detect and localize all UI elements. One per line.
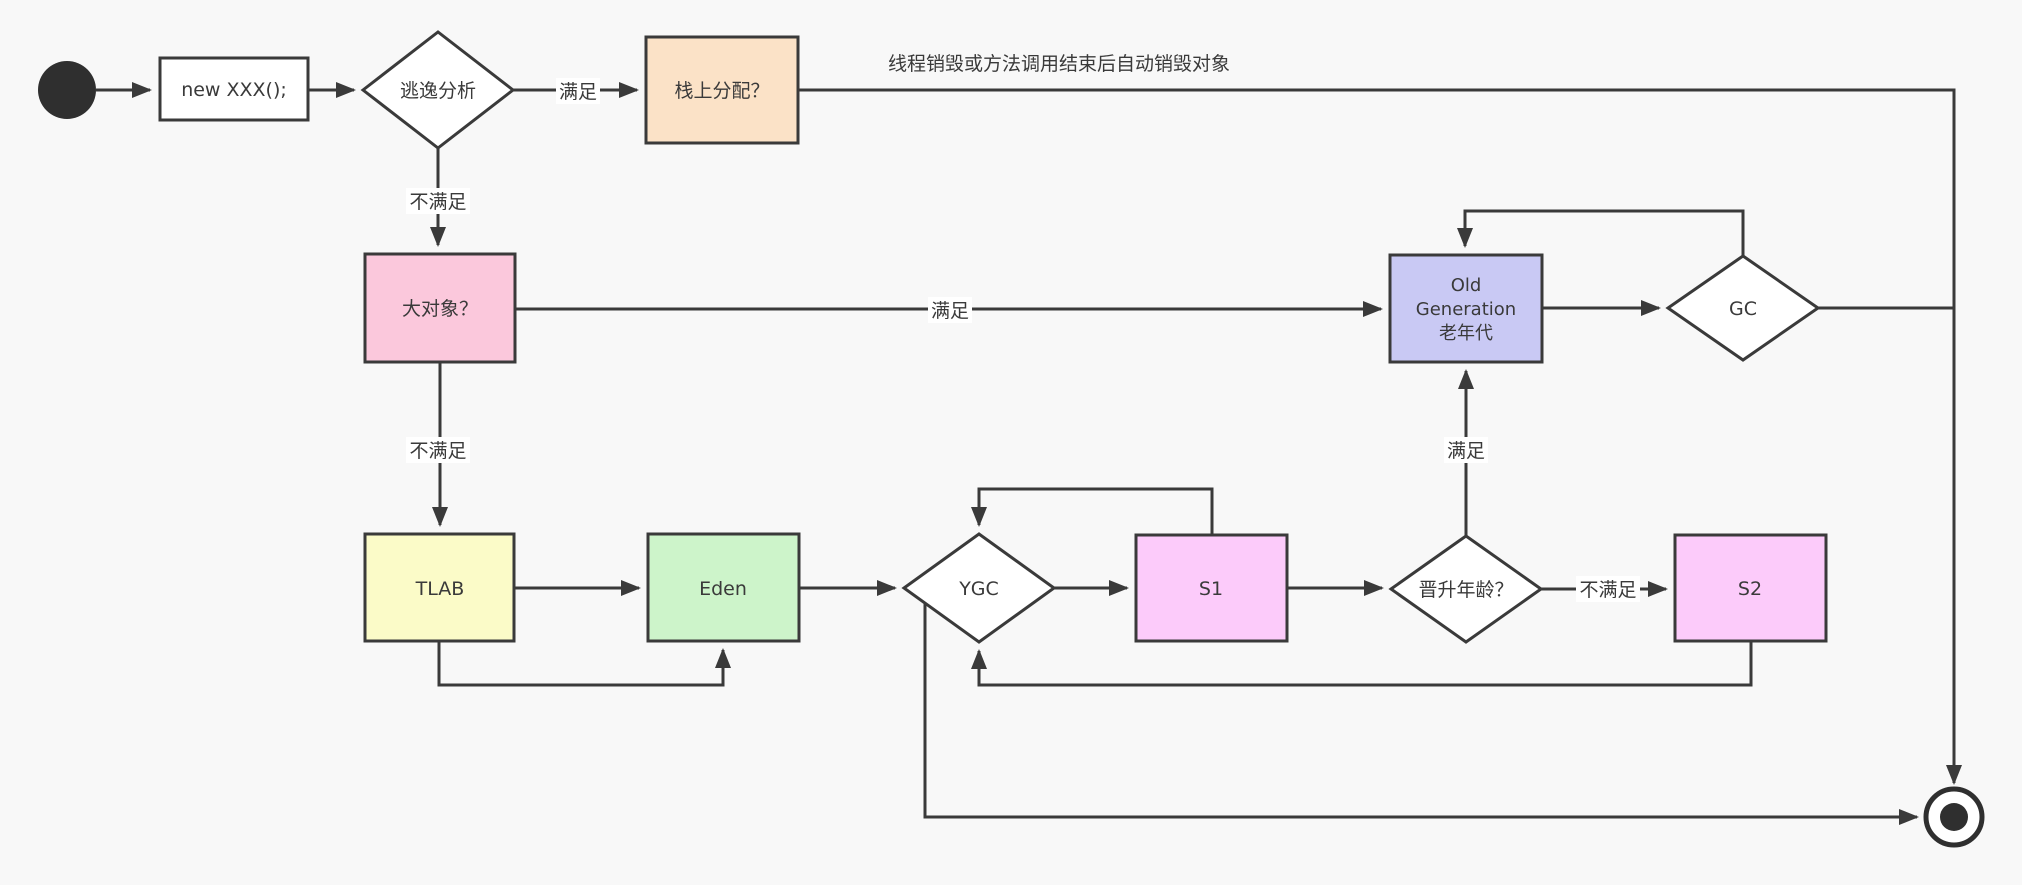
node-start: [38, 61, 96, 119]
end-inner-circle: [1940, 803, 1968, 831]
node-s1: S1: [1134, 533, 1289, 643]
node-s2-label: S2: [1738, 578, 1762, 600]
node-escape-analysis: 逃逸分析: [360, 30, 516, 150]
node-tlab-label: TLAB: [415, 578, 465, 600]
start-circle: [38, 61, 96, 119]
node-eden: Eden: [646, 532, 801, 643]
node-tlab: TLAB: [363, 532, 516, 643]
svg-text:满足: 满足: [931, 300, 969, 322]
node-s2: S2: [1673, 533, 1828, 643]
node-stack-allocation-label: 栈上分配？: [674, 80, 769, 102]
node-old-generation-label-line2: Generation: [1416, 299, 1516, 320]
svg-text:不满足: 不满足: [1579, 579, 1636, 601]
node-end: [1923, 786, 1985, 848]
node-gc-label: GC: [1729, 298, 1757, 320]
node-stack-allocation: 栈上分配？: [644, 35, 800, 145]
node-escape-analysis-label: 逃逸分析: [400, 80, 476, 102]
node-s1-label: S1: [1199, 578, 1223, 600]
edge-gc-loop-to-oldgen-top: [1457, 209, 1745, 256]
annotation-auto-destroy: 线程销毁或方法调用结束后自动销毁对象: [888, 53, 1230, 75]
node-eden-label: Eden: [699, 578, 747, 600]
node-new-xxx: new XXX();: [158, 56, 310, 122]
node-old-generation-label-line3: 老年代: [1439, 323, 1493, 344]
edge-label-promotion-not-satisfied: 不满足: [1576, 576, 1640, 602]
node-big-object-label: 大对象？: [402, 298, 478, 320]
edge-ygc-to-end: [923, 604, 1919, 825]
svg-text:满足: 满足: [1447, 440, 1485, 462]
edge-stack-to-end: [798, 88, 1962, 785]
node-old-generation-label-line1: Old: [1451, 275, 1482, 296]
node-ygc: YGC: [901, 532, 1057, 644]
node-big-object: 大对象？: [363, 252, 517, 364]
node-new-xxx-label: new XXX();: [181, 79, 287, 101]
edge-tlab-loop-to-eden-bottom: [437, 641, 731, 687]
node-promotion-age: 晋升年龄？: [1388, 534, 1544, 644]
edge-label-big-object-not-satisfied: 不满足: [406, 437, 470, 463]
node-old-generation: Old Generation 老年代: [1388, 253, 1544, 364]
edge-s2-loop-to-ygc-bottom: [971, 641, 1753, 687]
svg-text:不满足: 不满足: [409, 440, 466, 462]
edge-label-escape-satisfied: 满足: [556, 78, 600, 104]
edge-s1-loop-to-ygc-top: [971, 487, 1214, 535]
node-promotion-age-label: 晋升年龄？: [1418, 579, 1513, 601]
edge-label-escape-not-satisfied: 不满足: [406, 188, 470, 214]
node-ygc-label: YGC: [958, 578, 999, 600]
svg-text:不满足: 不满足: [409, 191, 466, 213]
edge-label-big-object-satisfied: 满足: [928, 297, 972, 323]
node-gc: GC: [1665, 254, 1821, 362]
svg-text:满足: 满足: [559, 81, 597, 103]
edge-label-promotion-satisfied: 满足: [1444, 437, 1488, 463]
